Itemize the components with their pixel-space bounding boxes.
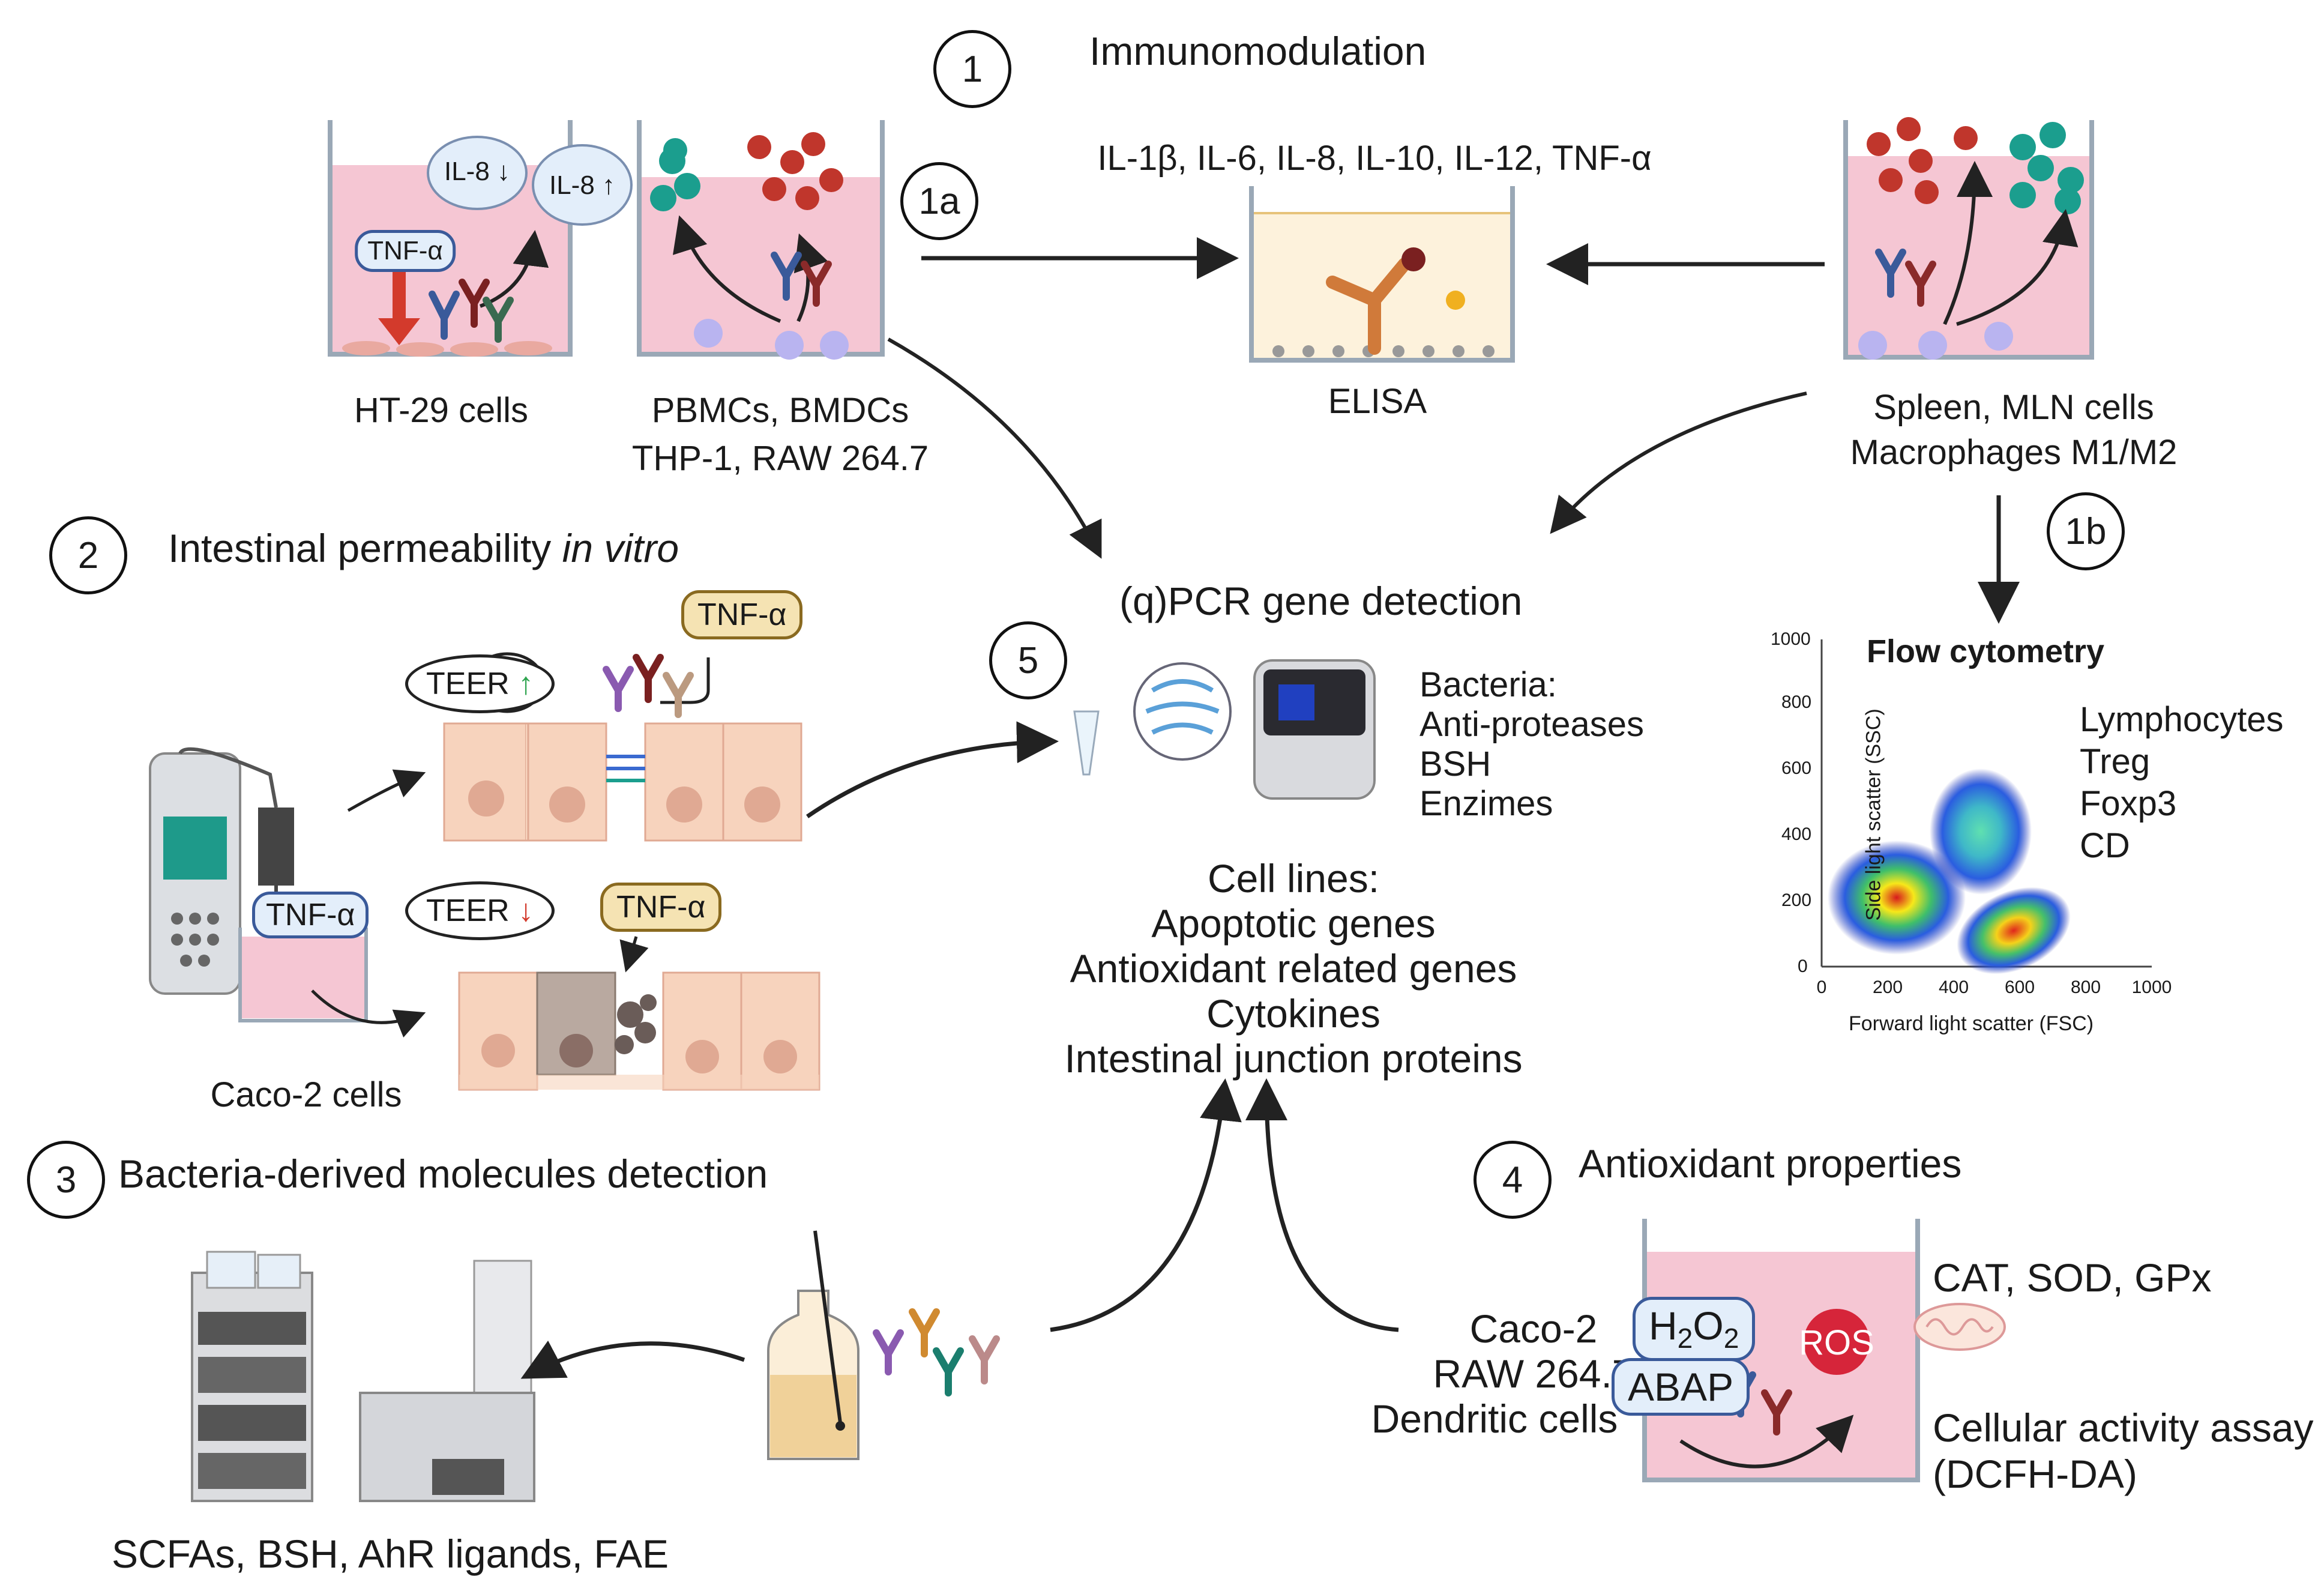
assay-label-1: Cellular activity assay [1933,1405,2314,1450]
antiox-cell-line: Dendritic cells [1371,1396,1618,1441]
teer-down-bubble: TEER ↓ [405,881,555,940]
step-4-circle: 4 [1474,1141,1552,1219]
tnf-badge-top: TNF-α [681,590,803,639]
epithelium-damaged [458,936,820,1091]
flow-ytick: 200 [1781,890,1812,910]
pbmc-well [637,120,885,360]
elisa-label: ELISA [1328,382,1427,421]
flow-ylabel: Side light scatter (SSC) [1862,708,1885,921]
step-2-circle: 2 [49,516,127,594]
title-antioxidant: Antioxidant properties [1579,1141,1962,1186]
step-1a-number: 1a [918,180,960,222]
pbmc-label-2: THP-1, RAW 264.7 [631,439,929,478]
flow-xtick: 0 [1816,977,1827,997]
pcr-bacteria-line: Bacteria: [1419,665,1557,704]
flow-ytick: 0 [1798,956,1808,976]
pcr-bacteria-line: Enzimes [1419,784,1553,823]
teer-meter [149,747,426,1038]
flow-xtick: 600 [2004,977,2035,997]
il8-down-label: IL-8 ↓ [444,157,511,186]
culture-bottle [767,1230,859,1460]
flow-xtick: 1000 [2131,977,2172,997]
antiox-cell-line: Caco-2 [1469,1306,1598,1351]
flow-cytometry-plot [1820,639,2152,974]
flow-marker: Foxp3 [2080,784,2177,823]
spleen-label-1: Spleen, MLN cells [1873,388,2154,427]
elisa-well [1249,186,1515,363]
title-bacteria-molecules: Bacteria-derived molecules detection [118,1152,768,1196]
hplc-instruments [191,1251,535,1502]
bacteria-products-label: SCFAs, BSH, AhR ligands, FAE [111,1532,669,1576]
step-1-circle: 1 [933,30,1011,108]
pcr-visuals [1073,659,1376,800]
h2o2-h: H [1649,1303,1678,1348]
step-1b-circle: 1b [2047,492,2125,570]
flow-ytick: 1000 [1771,629,1811,649]
tnf-badge-ht29: TNF-α [355,230,456,272]
enzymes-label: CAT, SOD, GPx [1933,1255,2212,1300]
title-pcr: (q)PCR gene detection [1119,579,1523,623]
step-3-number: 3 [55,1159,77,1201]
pcr-cell-line: Antioxidant related genes [1070,946,1517,991]
ros-label: ROS [1799,1323,1874,1362]
il8-up-label: IL-8 ↑ [549,171,616,200]
pcr-bacteria-line: BSH [1419,744,1492,783]
step-2-number: 2 [77,534,99,576]
step-1-number: 1 [962,48,983,90]
spleen-label-2: Macrophages M1/M2 [1850,433,2178,472]
flow-ytick: 400 [1781,824,1812,844]
pcr-cell-line: Cytokines [1206,991,1380,1036]
step-1b-number: 1b [2065,510,2107,552]
h2o2-sub2: 2 [1723,1323,1739,1354]
step-3-circle: 3 [27,1141,105,1219]
title-intestinal-permeability: Intestinal permeability in vitro [168,528,679,568]
title-immunomodulation: Immunomodulation [1089,29,1427,73]
teer-up-arrow: ↑ [518,666,534,701]
flow-ytick: 800 [1781,692,1812,712]
flow-title: Flow cytometry [1867,633,2105,669]
flow-ytick: 600 [1781,758,1812,778]
title-permeability-main: Intestinal permeability [168,526,562,570]
ht29-label: HT-29 cells [354,391,529,430]
epithelium-intact [443,657,802,842]
mitochondria-icon [1913,1303,2006,1351]
teer-down-label: TEER [426,893,519,928]
pcr-cell-line: Cell lines: [1207,856,1380,901]
pcr-cell-line: Intestinal junction proteins [1064,1036,1523,1081]
pcr-bacteria-line: Anti-proteases [1419,705,1644,744]
teer-down-arrow: ↓ [518,893,534,928]
flow-marker: Treg [2080,742,2151,781]
h2o2-sub1: 2 [1677,1323,1693,1354]
tnf-badge-bottom: TNF-α [600,883,722,932]
h2o2-o: O [1693,1303,1724,1348]
title-permeability-italic: in vitro [562,526,679,570]
step-1a-circle: 1a [900,162,978,240]
flow-xtick: 800 [2070,977,2101,997]
flow-marker: Lymphocytes [2080,700,2284,739]
flow-xtick: 400 [1938,977,1969,997]
caco2-label: Caco-2 cells [210,1075,402,1114]
h2o2-badge: H2O2 [1633,1297,1756,1362]
spleen-well [1843,117,2094,360]
step-5-circle: 5 [989,621,1067,699]
teer-up-bubble: TEER ↑ [405,654,555,713]
flow-marker: CD [2080,826,2130,865]
antiox-cell-line: RAW 264.7 [1433,1351,1634,1396]
flow-xtick: 200 [1872,977,1903,997]
step-5-number: 5 [1017,639,1039,681]
pbmc-label-1: PBMCs, BMDCs [651,391,909,430]
abap-badge: ABAP [1612,1358,1750,1416]
teer-up-label: TEER [426,666,519,701]
flow-xlabel: Forward light scatter (FSC) [1849,1012,2094,1035]
cytokine-list: IL-1β, IL-6, IL-8, IL-10, IL-12, TNF-α [1097,139,1652,178]
step-4-number: 4 [1502,1159,1523,1201]
tnf-badge-caco2: TNF-α [252,892,369,938]
assay-label-2: (DCFH-DA) [1933,1452,2137,1496]
pcr-cell-line: Apoptotic genes [1151,901,1436,946]
